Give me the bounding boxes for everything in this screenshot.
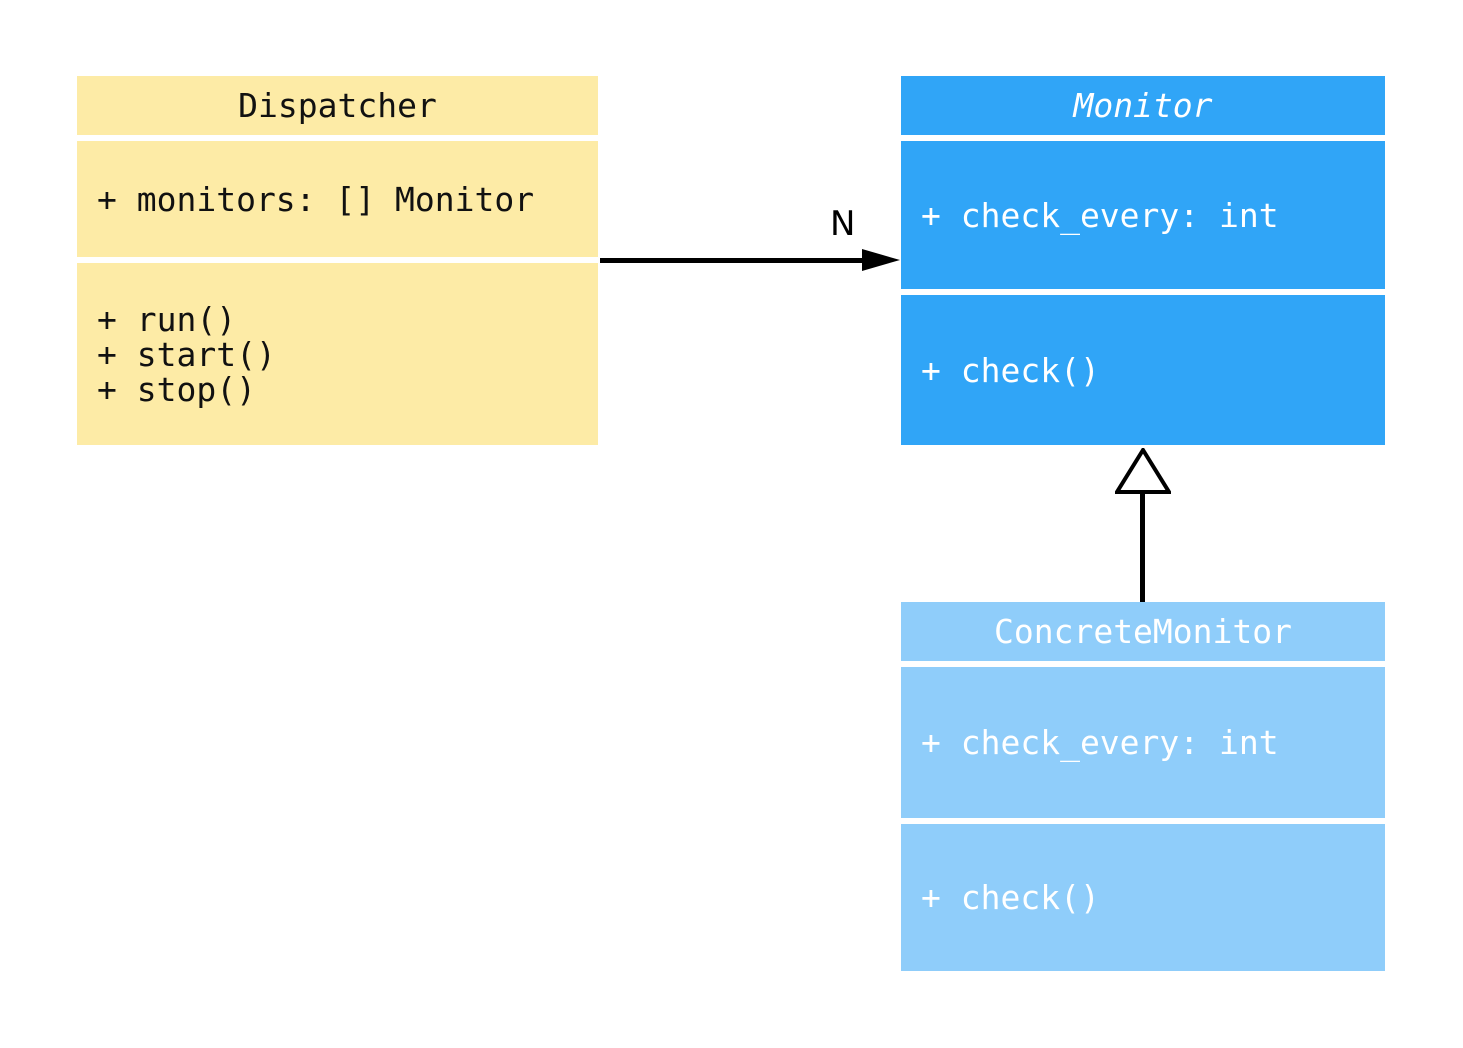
class-box-dispatcher: Dispatcher + monitors: [] Monitor + run(… [77, 76, 598, 445]
class-title-monitor: Monitor [901, 76, 1385, 135]
filled-arrowhead-icon [862, 249, 900, 271]
attribute-line: + monitors: [] Monitor [97, 179, 535, 219]
class-methods-dispatcher: + run() + start() + stop() [77, 263, 598, 445]
inheritance-arrow-concretemonitor-monitor [1140, 492, 1145, 602]
class-title-dispatcher: Dispatcher [77, 76, 598, 135]
multiplicity-label: N [830, 204, 856, 244]
method-line: + check() [921, 350, 1100, 390]
attribute-line: + check_every: int [921, 723, 1279, 762]
hollow-triangle-arrowhead-icon [1115, 448, 1171, 494]
association-arrow-dispatcher-monitor [600, 258, 863, 263]
method-line: + stop() [97, 369, 256, 409]
method-line: + run() [97, 299, 237, 339]
class-attributes-concretemonitor: + check_every: int [901, 667, 1385, 818]
class-methods-concretemonitor: + check() [901, 824, 1385, 971]
class-methods-monitor: + check() [901, 295, 1385, 445]
class-attributes-dispatcher: + monitors: [] Monitor [77, 141, 598, 257]
class-box-monitor: Monitor + check_every: int + check() [901, 76, 1385, 445]
attribute-line: + check_every: int [921, 195, 1279, 235]
class-box-concretemonitor: ConcreteMonitor + check_every: int + che… [901, 602, 1385, 971]
class-title-concretemonitor: ConcreteMonitor [901, 602, 1385, 661]
method-line: + start() [97, 334, 276, 374]
method-line: + check() [921, 878, 1100, 917]
class-attributes-monitor: + check_every: int [901, 141, 1385, 289]
